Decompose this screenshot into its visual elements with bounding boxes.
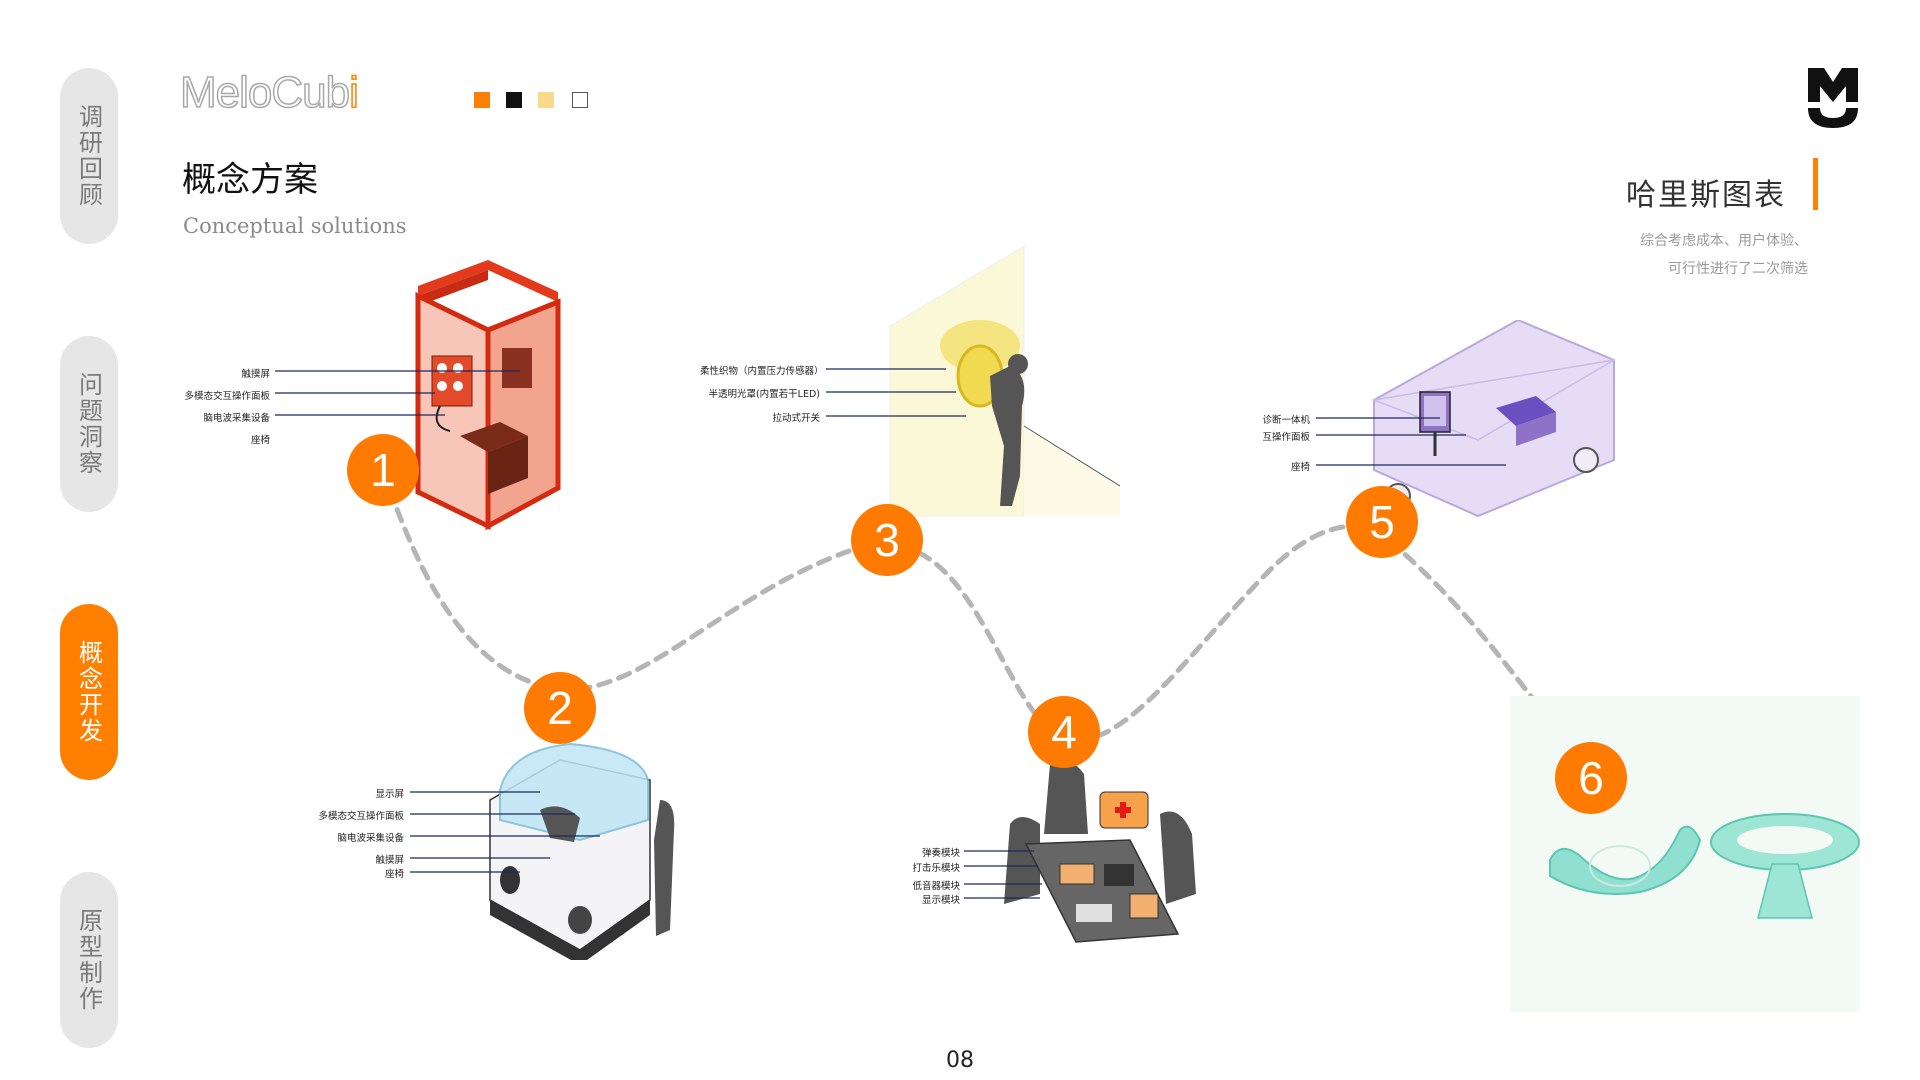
nav-item-research-review[interactable]: 调研回顾 bbox=[60, 68, 118, 244]
concept-2-leader-lines bbox=[410, 791, 600, 873]
concept-3-label: 半透明光罩(内置若干LED) bbox=[708, 389, 820, 400]
concept-4-table-illustration bbox=[1004, 760, 1196, 943]
concept-4-badge: 4 bbox=[1028, 696, 1100, 768]
concept-4-leader-lines bbox=[964, 850, 1042, 899]
color-swatch-orange bbox=[474, 92, 490, 108]
harris-desc-line2: 可行性进行了二次筛选 bbox=[1668, 261, 1808, 277]
page-subtitle: Conceptual solutions bbox=[183, 214, 407, 238]
nav-item-label: 原型制作 bbox=[74, 908, 103, 1012]
concept-3-wall-illustration bbox=[889, 246, 1120, 517]
concept-5-van-illustration bbox=[1371, 320, 1615, 518]
concept-1-label: 多模态交互操作面板 bbox=[184, 391, 270, 402]
concept-4-label: 打击乐模块 bbox=[912, 863, 960, 874]
nav-item-label: 问题洞察 bbox=[74, 372, 103, 476]
concept-2-label: 脑电波采集设备 bbox=[337, 833, 404, 844]
concept-1-label: 座椅 bbox=[250, 435, 270, 446]
harris-desc-line1: 综合考虑成本、用户体验、 bbox=[1640, 233, 1808, 249]
concept-2-badge: 2 bbox=[524, 672, 596, 744]
page-title: 概念方案 bbox=[182, 160, 318, 200]
concept-4-label: 弹奏模块 bbox=[921, 848, 960, 859]
concept-1-badge: 1 bbox=[347, 434, 419, 506]
concept-4-label: 低音器模块 bbox=[912, 881, 960, 892]
concept-2-label: 触摸屏 bbox=[375, 855, 404, 866]
concept-1-label: 脑电波采集设备 bbox=[203, 413, 270, 424]
concept-2-vehicle-illustration bbox=[489, 742, 675, 960]
concept-5-label: 诊断一体机 bbox=[1262, 415, 1310, 426]
mu-logo-icon bbox=[1808, 68, 1858, 128]
concept-3-leader-lines bbox=[826, 368, 966, 417]
color-swatch-yellow bbox=[538, 92, 554, 108]
brand-main: MeloCub bbox=[179, 67, 351, 118]
nav-item-label: 概念开发 bbox=[74, 640, 103, 744]
concept-1-label: 触摸屏 bbox=[241, 369, 270, 380]
concept-2-label: 多模态交互操作面板 bbox=[318, 811, 404, 822]
nav-item-problem-insight[interactable]: 问题洞察 bbox=[60, 336, 118, 512]
brand-logo-text: MeloCubi bbox=[179, 67, 359, 118]
concept-3-badge: 3 bbox=[851, 504, 923, 576]
concept-1-leader-lines bbox=[275, 370, 520, 416]
concept-6-rings-illustration bbox=[1549, 813, 1860, 919]
concept-1-booth-illustration bbox=[415, 260, 561, 531]
harris-chart-title: 哈里斯图表 bbox=[1626, 178, 1786, 213]
concept-2-label: 显示屏 bbox=[375, 789, 404, 800]
concept-5-label: 互操作面板 bbox=[1262, 432, 1310, 443]
concept-5-label: 座椅 bbox=[1290, 462, 1310, 473]
concept-5-badge: 5 bbox=[1346, 486, 1418, 558]
color-swatch-black bbox=[506, 92, 522, 108]
concept-2-label: 座椅 bbox=[384, 869, 404, 880]
color-swatch-white bbox=[572, 92, 588, 108]
nav-item-concept-development[interactable]: 概念开发 bbox=[60, 604, 118, 780]
harris-accent-bar bbox=[1813, 158, 1818, 210]
nav-item-label: 调研回顾 bbox=[74, 104, 103, 208]
nav-item-prototyping[interactable]: 原型制作 bbox=[60, 872, 118, 1048]
concept-3-label: 柔性织物（内置压力传感器） bbox=[700, 366, 824, 377]
page-number: 08 bbox=[946, 1048, 974, 1073]
concept-6-badge: 6 bbox=[1555, 742, 1627, 814]
concept-4-label: 显示模块 bbox=[921, 895, 960, 906]
concept-5-leader-lines bbox=[1316, 417, 1506, 466]
brand-tail: i bbox=[348, 67, 359, 118]
concept-3-label: 拉动式开关 bbox=[772, 413, 820, 424]
